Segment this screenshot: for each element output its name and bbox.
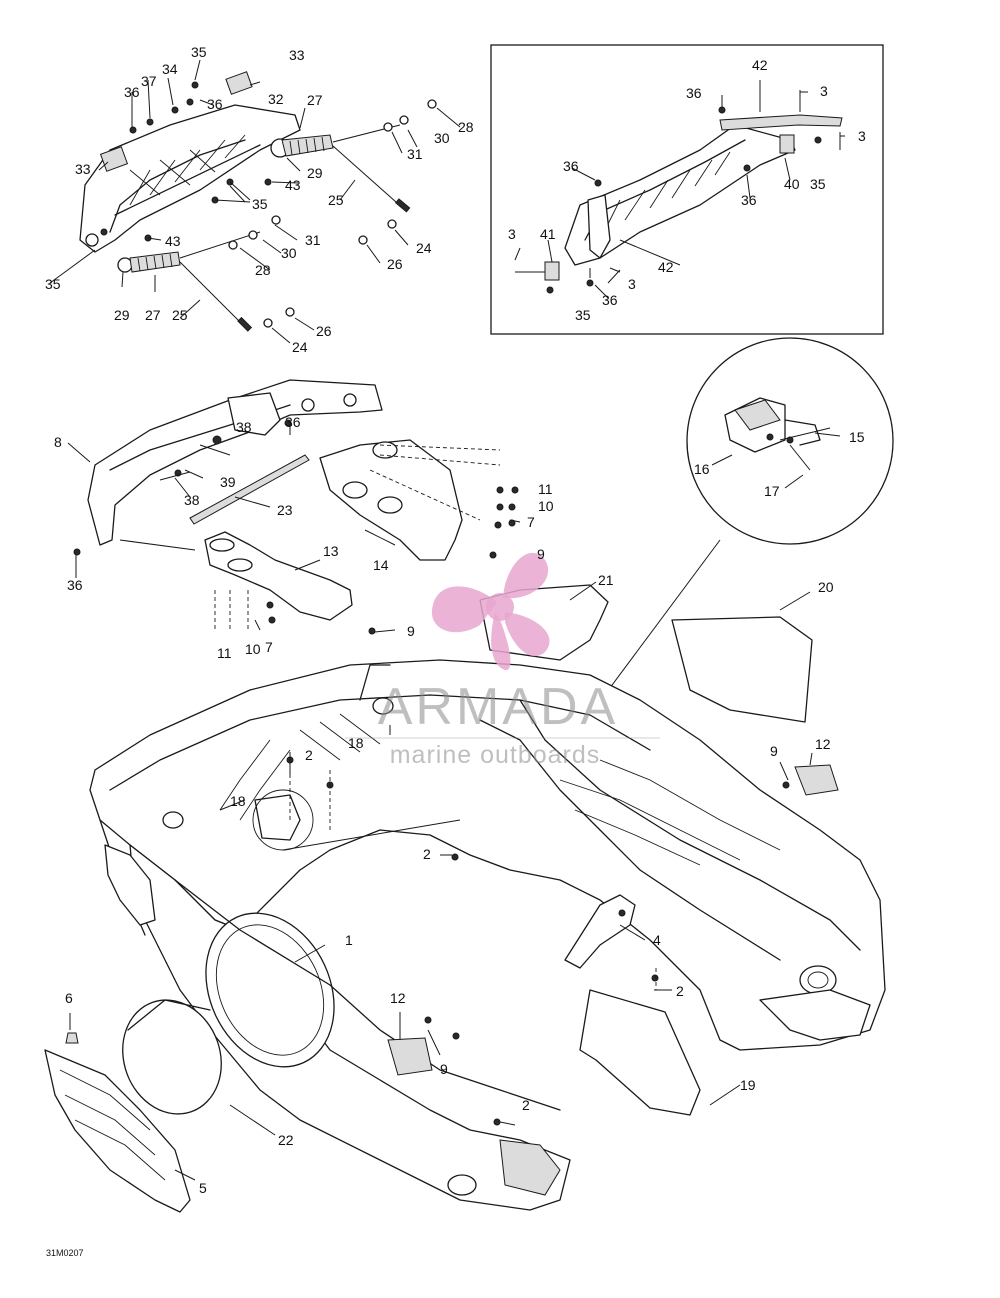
bottom-parts	[44, 584, 839, 1213]
callout-33: 33	[75, 161, 91, 177]
callout-35: 35	[191, 44, 207, 60]
callout-12: 12	[815, 736, 831, 752]
callout-35: 35	[252, 196, 268, 212]
callout-9: 9	[440, 1061, 448, 1077]
callout-29: 29	[114, 307, 130, 323]
callout-leaders	[49, 59, 845, 1181]
callout-21: 21	[598, 572, 614, 588]
propeller-logo-icon	[431, 552, 550, 671]
callout-18: 18	[348, 735, 364, 751]
callout-42: 42	[752, 57, 768, 73]
callout-26: 26	[387, 256, 403, 272]
callout-34: 34	[162, 61, 178, 77]
callout-22: 22	[278, 1132, 294, 1148]
callout-9: 9	[407, 623, 415, 639]
callout-2: 2	[305, 747, 313, 763]
callout-17: 17	[764, 483, 780, 499]
callout-38: 38	[184, 492, 200, 508]
callout-11: 11	[217, 645, 232, 661]
callout-28: 28	[255, 262, 271, 278]
callout-14: 14	[373, 557, 389, 573]
callout-36: 36	[563, 158, 579, 174]
callout-36: 36	[67, 577, 83, 593]
callout-24: 24	[292, 339, 308, 355]
callout-29: 29	[307, 165, 323, 181]
callout-9: 9	[770, 743, 778, 759]
callout-35: 35	[45, 276, 61, 292]
callout-30: 30	[434, 130, 450, 146]
callout-8: 8	[54, 434, 62, 450]
callout-27: 27	[307, 92, 323, 108]
callout-3: 3	[820, 83, 828, 99]
callout-33: 33	[289, 47, 305, 63]
callout-11: 11	[538, 481, 553, 497]
callout-28: 28	[458, 119, 474, 135]
bracket-detail-circle	[559, 337, 894, 756]
callout-30: 30	[281, 245, 297, 261]
callout-9: 9	[537, 546, 545, 562]
callout-3: 3	[858, 128, 866, 144]
callout-43: 43	[285, 177, 301, 193]
watermark-tagline: marine outboards	[390, 741, 601, 769]
callout-3: 3	[628, 276, 636, 292]
callout-10: 10	[245, 641, 261, 657]
callout-18: 18	[230, 793, 246, 809]
callout-25: 25	[328, 192, 344, 208]
callout-2: 2	[522, 1097, 530, 1113]
callout-25: 25	[172, 307, 188, 323]
callout-5: 5	[199, 1180, 207, 1196]
callout-16: 16	[694, 461, 710, 477]
callout-35: 35	[810, 176, 826, 192]
callout-41: 41	[540, 226, 556, 242]
callout-37: 37	[141, 73, 157, 89]
callout-15: 15	[849, 429, 865, 445]
callout-31: 31	[407, 146, 423, 162]
callout-2: 2	[423, 846, 431, 862]
callout-12: 12	[390, 990, 406, 1006]
callout-31: 31	[305, 232, 321, 248]
callout-36: 36	[124, 84, 140, 100]
callout-23: 23	[277, 502, 293, 518]
callout-36: 36	[207, 96, 223, 112]
diagram-code: 31M0207	[46, 1248, 84, 1258]
callout-36: 36	[602, 292, 618, 308]
callout-36: 36	[285, 414, 301, 430]
callout-6: 6	[65, 990, 73, 1006]
callout-19: 19	[740, 1077, 756, 1093]
watermark-brand: ARMADA	[378, 678, 618, 736]
callout-7: 7	[265, 639, 273, 655]
callout-35: 35	[575, 307, 591, 323]
callout-7: 7	[527, 514, 535, 530]
callout-20: 20	[818, 579, 834, 595]
callout-3: 3	[508, 226, 516, 242]
rear-bumper-assembly	[73, 379, 519, 635]
callout-4: 4	[653, 932, 661, 948]
callout-42: 42	[658, 259, 674, 275]
callout-labels: 1 2 2 2 2 3 3 3 3 4 5 6 7 7 8 9 9 9 9 10…	[45, 44, 866, 1258]
callout-32: 32	[268, 91, 284, 107]
callout-40: 40	[784, 176, 800, 192]
frame-detail-box	[490, 44, 884, 335]
callout-36: 36	[686, 85, 702, 101]
callout-39: 39	[220, 474, 236, 490]
callout-10: 10	[538, 498, 554, 514]
callout-38: 38	[236, 419, 252, 435]
main-body-pan	[89, 659, 886, 1211]
armada-watermark: ARMADA marine outboards	[345, 552, 660, 769]
callout-27: 27	[145, 307, 161, 323]
callout-43: 43	[165, 233, 181, 249]
callout-24: 24	[416, 240, 432, 256]
callout-1: 1	[345, 932, 353, 948]
callout-2: 2	[676, 983, 684, 999]
upper-frame-assembly	[79, 71, 437, 332]
callout-13: 13	[323, 543, 339, 559]
callout-26: 26	[316, 323, 332, 339]
callout-36: 36	[741, 192, 757, 208]
